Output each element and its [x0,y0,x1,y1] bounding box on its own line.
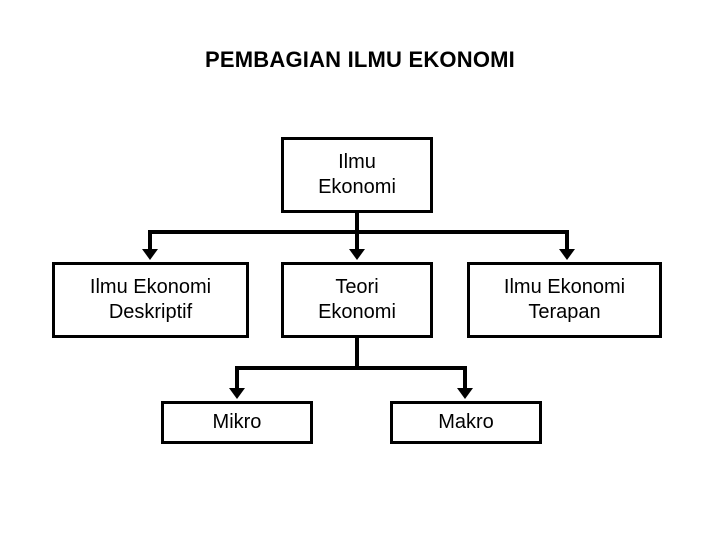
arrow-down-icon-mikro [229,388,245,399]
node-makro[interactable]: Makro [390,401,542,444]
node-mikro[interactable]: Mikro [161,401,313,444]
arrow-down-icon-deskriptif [142,249,158,260]
connector-root-to-deskriptif [148,230,152,251]
arrow-down-icon-makro [457,388,473,399]
arrow-down-icon-teori [349,249,365,260]
arrow-down-icon-terapan [559,249,575,260]
node-teori-ekonomi[interactable]: Teori Ekonomi [281,262,433,338]
node-ilmu-ekonomi-deskriptif[interactable]: Ilmu Ekonomi Deskriptif [52,262,249,338]
node-label: Ilmu Ekonomi Terapan [503,276,626,323]
node-label: Ilmu Ekonomi [318,151,396,198]
connector-root-to-teori [355,230,359,251]
connector-level3-bus [235,366,467,370]
node-label: Teori Ekonomi [318,276,396,323]
connector-root-stem [355,213,359,234]
node-ilmu-ekonomi-terapan[interactable]: Ilmu Ekonomi Terapan [467,262,662,338]
node-label: Ilmu Ekonomi Deskriptif [89,276,212,323]
connector-root-to-terapan [565,230,569,251]
connector-teori-to-mikro [235,366,239,390]
node-label: Mikro [212,411,262,433]
connector-teori-to-makro [463,366,467,390]
node-label: Makro [438,411,494,433]
page-title: PEMBAGIAN ILMU EKONOMI [205,47,515,72]
node-ilmu-ekonomi[interactable]: Ilmu Ekonomi [281,137,433,213]
connector-teori-stem [355,338,359,368]
